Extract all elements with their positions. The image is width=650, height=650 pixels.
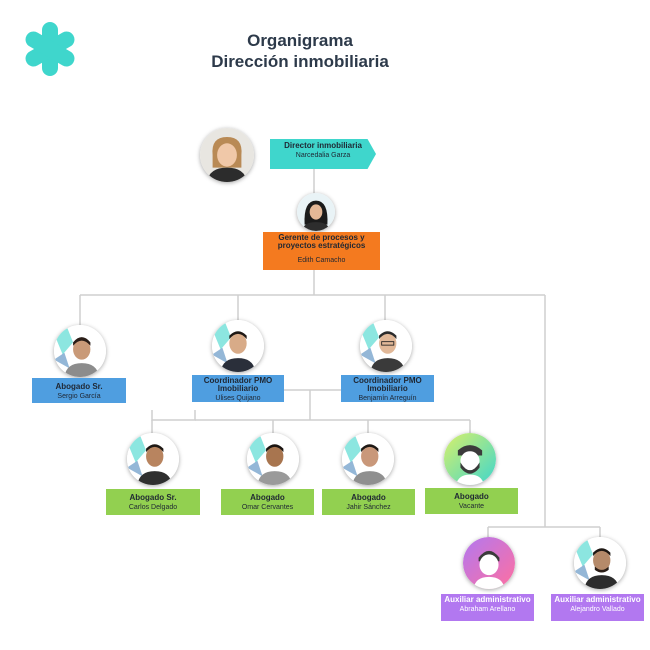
avatar-abogado-jahir: [342, 433, 394, 485]
avatar-coordinador-benjamin: [360, 320, 412, 372]
role-coordinador-benjamin: Coordinador PMO Imobiliario: [353, 376, 422, 393]
avatar-director: [200, 128, 254, 182]
box-abogado-sr-carlos: Abogado Sr. Carlos Delgado: [106, 489, 200, 515]
avatar-abogado-sr-carlos: [127, 433, 179, 485]
box-abogado-sr-sergio: Abogado Sr. Sergio García: [32, 378, 126, 403]
name-coordinador-ulises: Ulises Quijano: [215, 395, 261, 402]
box-director: Director inmobiliaria Narcedalia Garza: [270, 139, 376, 169]
name-director: Narcedalia Garza: [295, 152, 351, 159]
name-coordinador-benjamin: Benjamín Arreguín: [358, 395, 417, 402]
asterisk-logo-icon: [23, 22, 77, 76]
box-gerente: Gerente de procesos y proyectos estratég…: [263, 232, 380, 270]
page-title: Organigrama Dirección inmobiliaria: [180, 30, 420, 72]
avatar-placeholder-vacante-icon: [444, 433, 496, 485]
avatar-abogado-omar: [247, 433, 299, 485]
box-abogado-jahir: Abogado Jahir Sánchez: [322, 489, 415, 515]
role-coordinador-ulises: Coordinador PMO Imobiliario: [203, 376, 273, 393]
role-abogado-vacante: Abogado: [454, 492, 489, 501]
title-line-2: Dirección inmobiliaria: [211, 52, 389, 71]
avatar-placeholder-abraham-icon: [463, 537, 515, 589]
role-abogado-sr-sergio: Abogado Sr.: [55, 382, 103, 391]
role-abogado-sr-carlos: Abogado Sr.: [129, 493, 177, 502]
box-abogado-vacante: Abogado Vacante: [425, 488, 518, 514]
name-abogado-sr-sergio: Sergio García: [57, 393, 101, 400]
role-abogado-jahir: Abogado: [351, 493, 386, 502]
avatar-gerente: [297, 193, 335, 231]
name-abogado-vacante: Vacante: [458, 503, 485, 510]
name-auxiliar-alejandro: Alejandro Vallado: [570, 606, 625, 613]
name-abogado-sr-carlos: Carlos Delgado: [128, 504, 178, 511]
role-abogado-omar: Abogado: [250, 493, 285, 502]
name-auxiliar-abraham: Abraham Arellano: [459, 606, 516, 613]
name-abogado-omar: Omar Cervantes: [241, 504, 294, 511]
role-gerente: Gerente de procesos y proyectos estratég…: [277, 233, 366, 250]
box-auxiliar-abraham: Auxiliar administrativo Abraham Arellano: [441, 594, 534, 621]
role-auxiliar-abraham: Auxiliar administrativo: [444, 595, 531, 604]
avatar-abogado-sr-sergio: [54, 325, 106, 377]
avatar-auxiliar-alejandro: [574, 537, 626, 589]
box-coordinador-benjamin: Coordinador PMO Imobiliario Benjamín Arr…: [341, 375, 434, 402]
name-abogado-jahir: Jahir Sánchez: [346, 504, 391, 511]
box-auxiliar-alejandro: Auxiliar administrativo Alejandro Vallad…: [551, 594, 644, 621]
role-director: Director inmobiliaria: [284, 141, 362, 150]
title-line-1: Organigrama: [247, 31, 353, 50]
name-gerente: Edith Camacho: [297, 257, 346, 264]
box-abogado-omar: Abogado Omar Cervantes: [221, 489, 314, 515]
box-coordinador-ulises: Coordinador PMO Imobiliario Ulises Quija…: [192, 375, 284, 402]
role-auxiliar-alejandro: Auxiliar administrativo: [554, 595, 641, 604]
avatar-coordinador-ulises: [212, 320, 264, 372]
